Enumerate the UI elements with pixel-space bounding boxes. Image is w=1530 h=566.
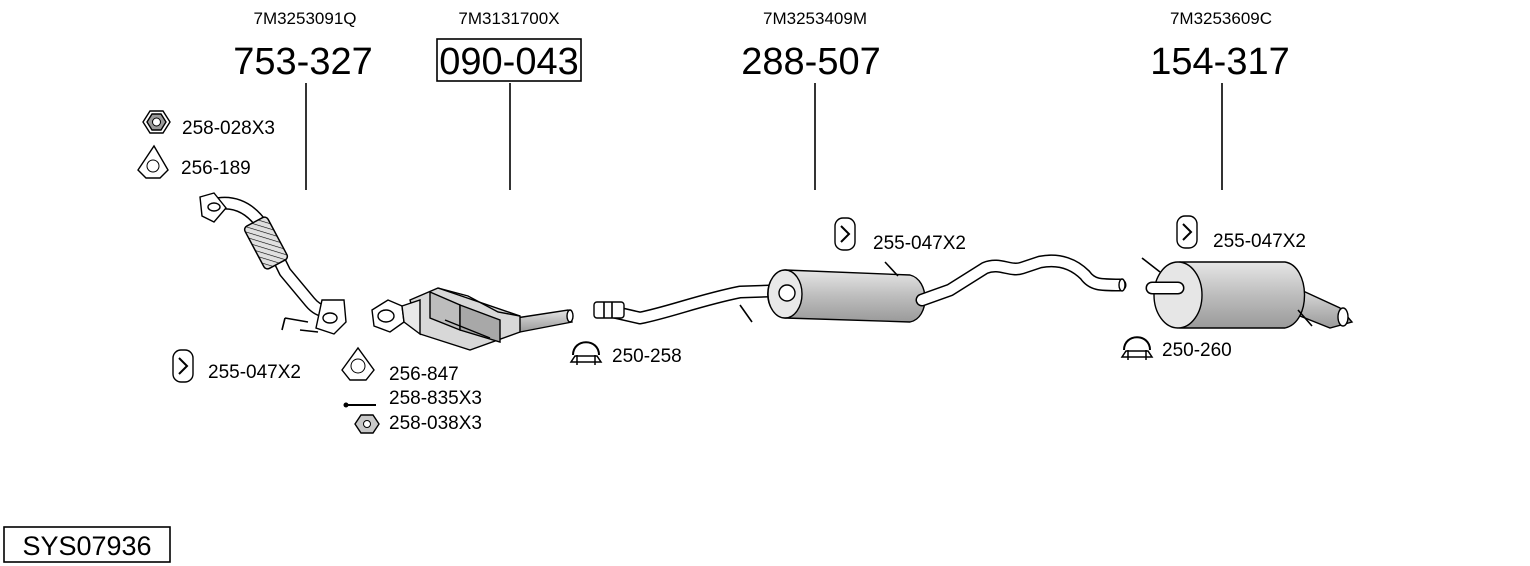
oem-number: 7M3253409M bbox=[763, 9, 867, 28]
hanger-rod bbox=[884, 261, 899, 277]
slip-joint bbox=[593, 301, 625, 319]
main-part-753-327: 7M3253091Q 753-327 bbox=[233, 9, 373, 190]
part-number: 753-327 bbox=[233, 41, 372, 83]
flange-nut-icon bbox=[354, 414, 380, 434]
accessory-label: 250-258 bbox=[612, 346, 682, 367]
oem-number: 7M3253609C bbox=[1170, 9, 1272, 28]
middle-silencer-drawing bbox=[593, 254, 1127, 325]
pipe-clamp-icon bbox=[569, 341, 603, 365]
pipe-clamp-icon bbox=[1120, 336, 1154, 360]
oem-number: 7M3253091Q bbox=[253, 9, 356, 28]
accessory-label: 255-047X2 bbox=[873, 233, 966, 254]
part-number: 154-317 bbox=[1150, 41, 1289, 83]
hex-nut-icon bbox=[142, 110, 171, 134]
rubber-hanger-icon bbox=[1176, 215, 1198, 249]
gasket-icon bbox=[341, 346, 375, 381]
hanger-rod bbox=[739, 304, 753, 323]
front-pipe-drawing bbox=[199, 192, 347, 335]
accessory-label: 255-047X2 bbox=[208, 362, 301, 383]
accessory-label: 258-038X3 bbox=[389, 413, 482, 434]
main-part-288-507: 7M3253409M 288-507 bbox=[741, 9, 881, 190]
gasket-icon bbox=[137, 144, 169, 179]
accessory-label: 258-028X3 bbox=[182, 118, 275, 139]
system-id: SYS07936 bbox=[22, 531, 151, 561]
accessory-label: 255-047X2 bbox=[1213, 231, 1306, 252]
main-part-154-317: 7M3253609C 154-317 bbox=[1150, 9, 1290, 190]
flex-joint bbox=[243, 216, 289, 270]
bolt-icon bbox=[343, 402, 376, 408]
accessory-label: 258-835X3 bbox=[389, 388, 482, 409]
accessory-label: 256-847 bbox=[389, 364, 459, 385]
system-id-badge: SYS07936 bbox=[3, 526, 171, 563]
hanger-rod bbox=[1141, 257, 1161, 273]
rear-silencer-drawing bbox=[1141, 257, 1354, 329]
part-number: 090-043 bbox=[439, 41, 578, 83]
hanger-rod bbox=[1297, 309, 1313, 327]
oem-number: 7M3131700X bbox=[458, 9, 559, 28]
catalytic-converter-drawing bbox=[371, 287, 574, 351]
accessory-label: 256-189 bbox=[181, 158, 251, 179]
part-number-box bbox=[436, 38, 582, 82]
main-part-090-043: 7M3131700X 090-043 bbox=[436, 9, 582, 190]
rubber-hanger-icon bbox=[834, 217, 856, 251]
bracket bbox=[284, 317, 309, 323]
rubber-hanger-icon bbox=[172, 349, 194, 383]
part-number: 288-507 bbox=[741, 41, 880, 83]
accessory-label: 250-260 bbox=[1162, 340, 1232, 361]
